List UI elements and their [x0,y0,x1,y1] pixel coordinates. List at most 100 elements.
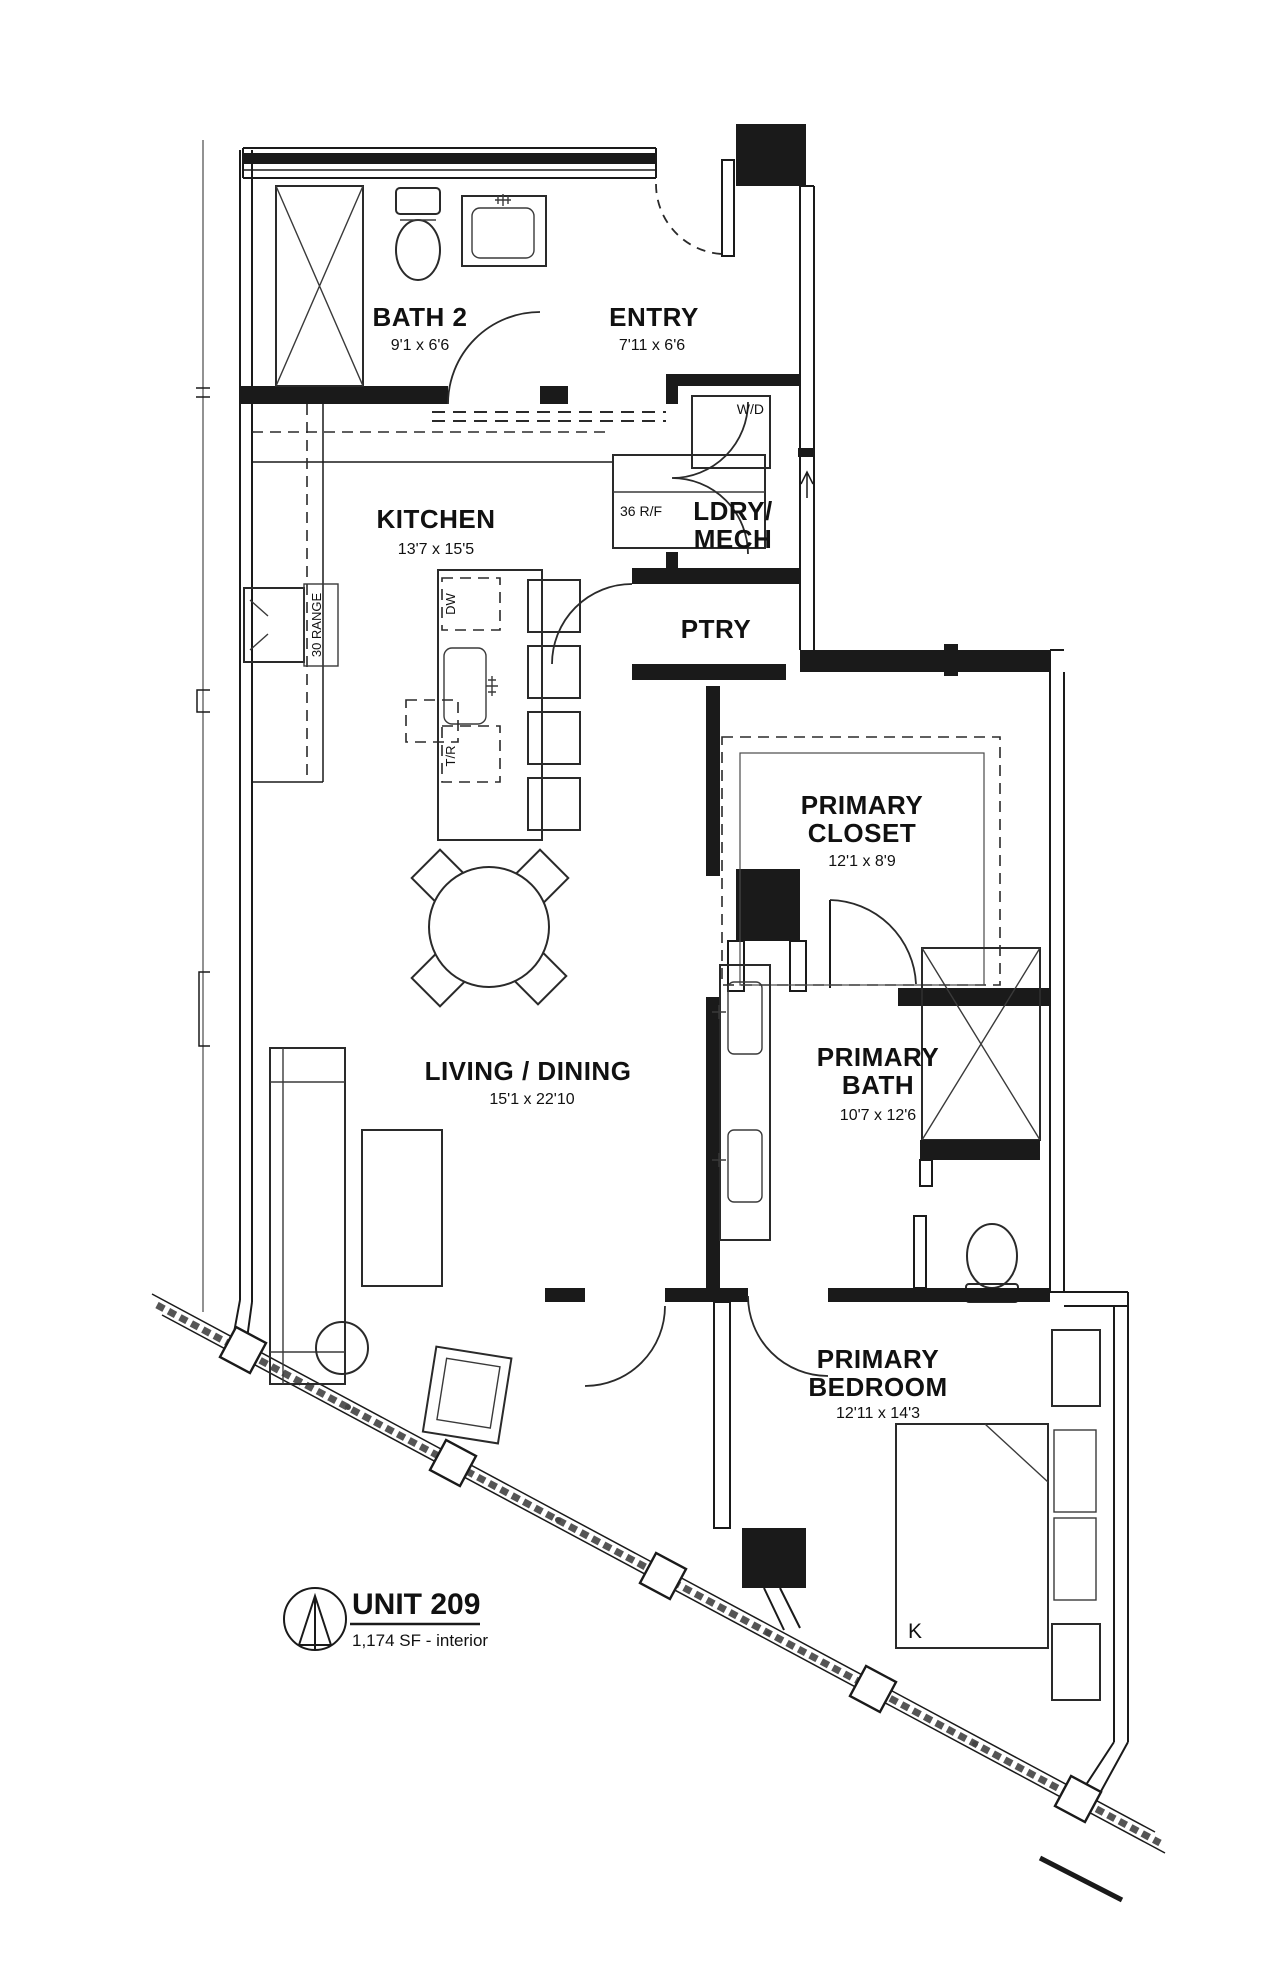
primary-closet: PRIMARY CLOSET 12'1 x 8'9 [706,686,1050,1006]
pantry: PTRY [551,568,800,680]
shower-jamb [919,1159,933,1187]
vanity-sink-1 [727,981,763,1055]
shower-x-icon [275,185,364,387]
suite-wall-tick [944,644,958,676]
right-corridor-wall [799,185,815,650]
sofa-outline [269,1047,346,1385]
vanity-sink-2 [727,1129,763,1203]
window-mullion [638,1551,688,1601]
armchair-seat [436,1357,501,1429]
bath2-south-wall [241,386,448,404]
bath2-label: BATH 2 [373,302,468,332]
bath-label-line2: BATH [842,1070,914,1100]
column-entry [736,124,806,186]
laundry-label-line1: LDRY/ [693,496,773,526]
window-wall-glazing-hatch [155,1301,1162,1847]
laundry-mech: W/D LDRY/ MECH [666,374,800,584]
mullion-dot [345,1404,351,1410]
kitchen-range: 30 RANGE [243,583,339,667]
pantry-north-wall [632,568,800,584]
closet-south-wall [898,988,1050,1006]
stool [527,579,581,633]
bed-fold-line [984,1423,1049,1483]
island-outline [437,569,543,841]
bed-size-label: K [908,1620,922,1643]
faucet-icons [712,1005,726,1167]
vanity-sink [471,207,535,259]
entry-floor-transition [432,411,666,422]
kitchen-left-counter-edge [252,404,324,783]
bath-dims: 10'7 x 12'6 [840,1107,916,1124]
shower-outline [275,185,364,387]
pantry-label: PTRY [681,614,751,644]
laundry-label-line2: MECH [694,524,773,554]
headboard-shelf-1 [1053,1429,1097,1513]
bath2-toilet [395,187,441,281]
dishwasher-front [441,577,501,631]
bedroom-angled-jamb [763,1587,801,1631]
closet-west-wall [706,686,720,876]
column-closet [736,869,800,941]
wall-tick-marker [798,448,814,457]
bedroom-north-wall-mid [665,1288,748,1302]
vanity-counter [461,195,547,267]
entry-door-swing-dashed [655,183,723,255]
stool [527,645,581,699]
toilet-tank [395,187,441,215]
laundry-west-wall-top [666,374,678,404]
kitchen-dims: 13'7 x 15'5 [398,541,474,558]
side-table [315,1321,369,1375]
living-dims: 15'1 x 22'10 [489,1091,574,1108]
logo-arrow [298,1592,332,1650]
laundry-north-wall [678,374,800,386]
window-mullion [218,1325,268,1375]
dishwasher-label: DW [443,592,458,614]
faucet-icon [495,194,511,206]
kitchen-label: KITCHEN [376,504,495,534]
bath-to-bedroom-door-swing [747,1295,829,1377]
left-wall [232,150,253,1347]
range-label: 30 RANGE [309,593,324,658]
section-arrow-right-icon [910,653,934,669]
closet-label-line2: CLOSET [808,818,916,848]
entry-door-jamb [721,159,735,257]
island-side-appliance [405,699,459,743]
entry: ENTRY 7'11 x 6'6 [432,183,723,422]
primary-bath: PRIMARY BATH 10'7 x 12'6 [706,947,1041,1303]
dining-set [410,848,570,1008]
dining-table [428,866,550,988]
washer-dryer-outline [691,395,771,469]
bed-outline [895,1423,1049,1649]
bedroom-label-line2: BEDROOM [808,1372,947,1402]
sofa [269,1047,346,1385]
shower-x-icon [921,947,1041,1141]
unit-title-block: UNIT 209 1,174 SF - interior [283,1587,488,1651]
entry-dims: 7'11 x 6'6 [619,337,685,354]
kitchen-island: DW T/R [405,569,543,841]
island-stools [527,579,581,831]
window-wall [151,1293,1166,1903]
shower-south-wall [920,1140,1040,1160]
island-sink [443,647,487,725]
window-wall-dots [345,1404,978,1747]
sofa-cushion-lines [270,1048,345,1384]
unit-name: UNIT 209 [352,1588,480,1621]
washer-dryer: W/D [691,395,771,469]
bath-vanity [712,964,771,1241]
closet-door-swing [829,899,917,985]
suite-east-wall [1049,649,1065,1292]
window-mullion [1053,1774,1103,1824]
kitchen-fridge: 36 R/F [612,454,766,549]
pantry-south-wall [632,664,786,680]
closet-shelving-inner [739,752,985,986]
pantry-door-swing [551,583,633,665]
exterior-walls [196,124,1129,1805]
fridge-label: 36 R/F [620,503,662,519]
laundry-double-door-swing [671,401,749,555]
nightstand-bottom [1051,1623,1101,1701]
toilet-partition [913,1215,927,1289]
bath2-dims: 9'1 x 6'6 [391,337,450,354]
toilet-bowl [395,219,441,281]
bedroom-dims: 12'11 x 14'3 [836,1405,920,1422]
fridge-outline [612,454,766,549]
